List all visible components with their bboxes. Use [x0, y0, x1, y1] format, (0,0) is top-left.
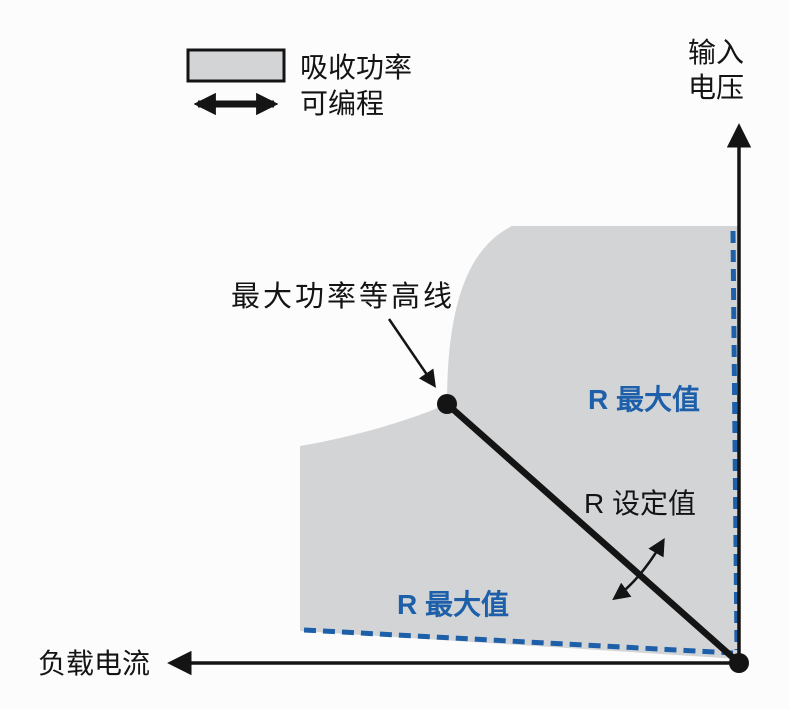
legend-swatch-label: 吸收功率 — [300, 52, 412, 83]
y-axis-label-line1: 输入 — [688, 37, 744, 68]
r-max-right-label: R 最大值 — [588, 384, 700, 415]
r-max-dashed-line-right — [730, 230, 740, 651]
r-max-bottom-label: R 最大值 — [397, 589, 509, 620]
r-setting-label: R 设定值 — [584, 488, 696, 519]
contour-pointer-arrow — [387, 318, 436, 388]
r-setting-rotation-arrow — [612, 537, 665, 601]
x-axis-label: 负载电流 — [38, 648, 150, 679]
power-contour-label: 最大功率等高线 — [231, 280, 455, 313]
legend-arrow-label: 可编程 — [300, 88, 384, 119]
origin-point — [729, 653, 749, 673]
y-axis-label-line2: 电压 — [688, 72, 744, 103]
power-contour-point — [437, 394, 457, 414]
r-max-dashed-line-bottom — [303, 627, 734, 656]
r-setting-line — [444, 401, 742, 666]
legend-swatch — [186, 48, 286, 83]
